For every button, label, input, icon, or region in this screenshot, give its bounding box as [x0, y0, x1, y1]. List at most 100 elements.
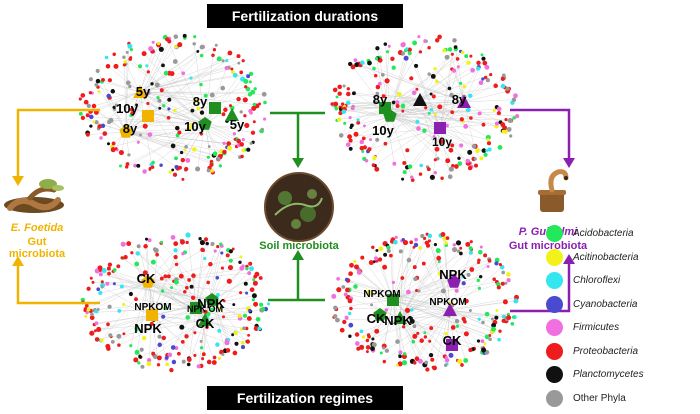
network-node	[252, 120, 256, 124]
network-node	[457, 161, 463, 166]
network-node	[477, 286, 481, 290]
network-edge	[419, 74, 491, 101]
network-edge	[399, 317, 447, 358]
network-node	[114, 147, 118, 150]
network-node	[88, 77, 93, 82]
network-edge	[130, 58, 206, 125]
network-node	[484, 64, 490, 70]
network-node	[412, 324, 417, 329]
network-node	[497, 145, 503, 150]
network-edge	[139, 51, 154, 93]
network-node	[337, 117, 342, 122]
network-node	[146, 357, 152, 363]
network-edge	[342, 101, 465, 105]
network-node	[97, 265, 103, 271]
network-node	[451, 164, 455, 168]
network-node	[423, 335, 428, 339]
network-node	[401, 177, 405, 181]
network-edge	[147, 281, 168, 365]
network-edge	[337, 317, 401, 321]
network-node	[139, 133, 142, 137]
network-node	[232, 303, 236, 307]
network-hub	[209, 102, 221, 114]
network-edge	[147, 250, 176, 283]
network-node	[210, 307, 215, 312]
network-node	[415, 87, 419, 91]
network-node	[195, 166, 201, 172]
network-edge	[139, 73, 252, 93]
network-edge	[439, 69, 453, 129]
network-node	[371, 163, 376, 167]
network-edge	[97, 86, 206, 125]
network-node	[201, 352, 206, 357]
network-node	[423, 236, 427, 240]
network-node	[330, 102, 334, 106]
network-node	[248, 308, 252, 313]
network-node	[374, 328, 380, 334]
network-node	[341, 285, 346, 289]
network-node	[398, 249, 403, 254]
network-node	[348, 138, 353, 143]
network-edge	[399, 283, 464, 319]
network-node	[241, 138, 245, 142]
network-node	[365, 338, 370, 343]
network-edge	[379, 259, 394, 301]
network-node	[161, 314, 166, 319]
network-node	[263, 117, 267, 121]
network-node	[486, 264, 490, 269]
network-edge	[108, 268, 153, 316]
network-node	[432, 134, 436, 138]
network-edge	[204, 319, 243, 344]
network-node	[198, 237, 202, 241]
network-node	[100, 123, 106, 128]
legend-swatch	[546, 272, 563, 290]
network-node	[366, 289, 372, 296]
network-node	[395, 100, 400, 105]
network-node	[125, 50, 129, 54]
network-node	[140, 364, 145, 369]
network-node	[463, 358, 469, 363]
network-edge	[392, 299, 405, 354]
network-node	[86, 286, 91, 291]
right-bottom-connector	[510, 262, 571, 313]
network-node	[181, 359, 186, 364]
network-node	[409, 316, 413, 321]
network-node	[483, 152, 488, 157]
network-node	[437, 271, 442, 276]
network-edge	[404, 309, 451, 357]
network-node	[96, 326, 102, 332]
network-node	[481, 56, 486, 61]
network-node-label: NPK	[197, 296, 225, 311]
network-node	[345, 100, 351, 106]
network-node	[127, 153, 131, 157]
legend-label: Acitinobacteria	[573, 251, 639, 263]
network-node	[471, 144, 477, 149]
network-node	[454, 318, 460, 324]
network-node	[163, 70, 169, 76]
network-node	[201, 357, 205, 361]
network-node	[353, 284, 358, 289]
network-node-label: CK	[195, 316, 215, 331]
network-node	[481, 148, 487, 153]
network-node	[356, 118, 360, 122]
network-edge	[147, 272, 250, 283]
network-node	[405, 47, 409, 51]
network-node	[128, 291, 133, 297]
network-node	[111, 141, 116, 146]
network-edge	[204, 319, 249, 336]
network-node	[80, 115, 86, 121]
network-node	[407, 47, 412, 53]
network-edge	[368, 292, 401, 319]
network-node	[405, 148, 410, 153]
network-node	[333, 305, 338, 311]
network-node	[136, 244, 141, 249]
network-node	[94, 268, 100, 274]
network-edge	[434, 68, 465, 103]
network-node	[491, 326, 496, 332]
network-node	[141, 51, 147, 57]
network-node	[78, 97, 82, 101]
network-node	[483, 342, 487, 346]
network-node	[252, 102, 257, 107]
network-edge	[449, 309, 466, 361]
network-edge	[123, 57, 206, 125]
